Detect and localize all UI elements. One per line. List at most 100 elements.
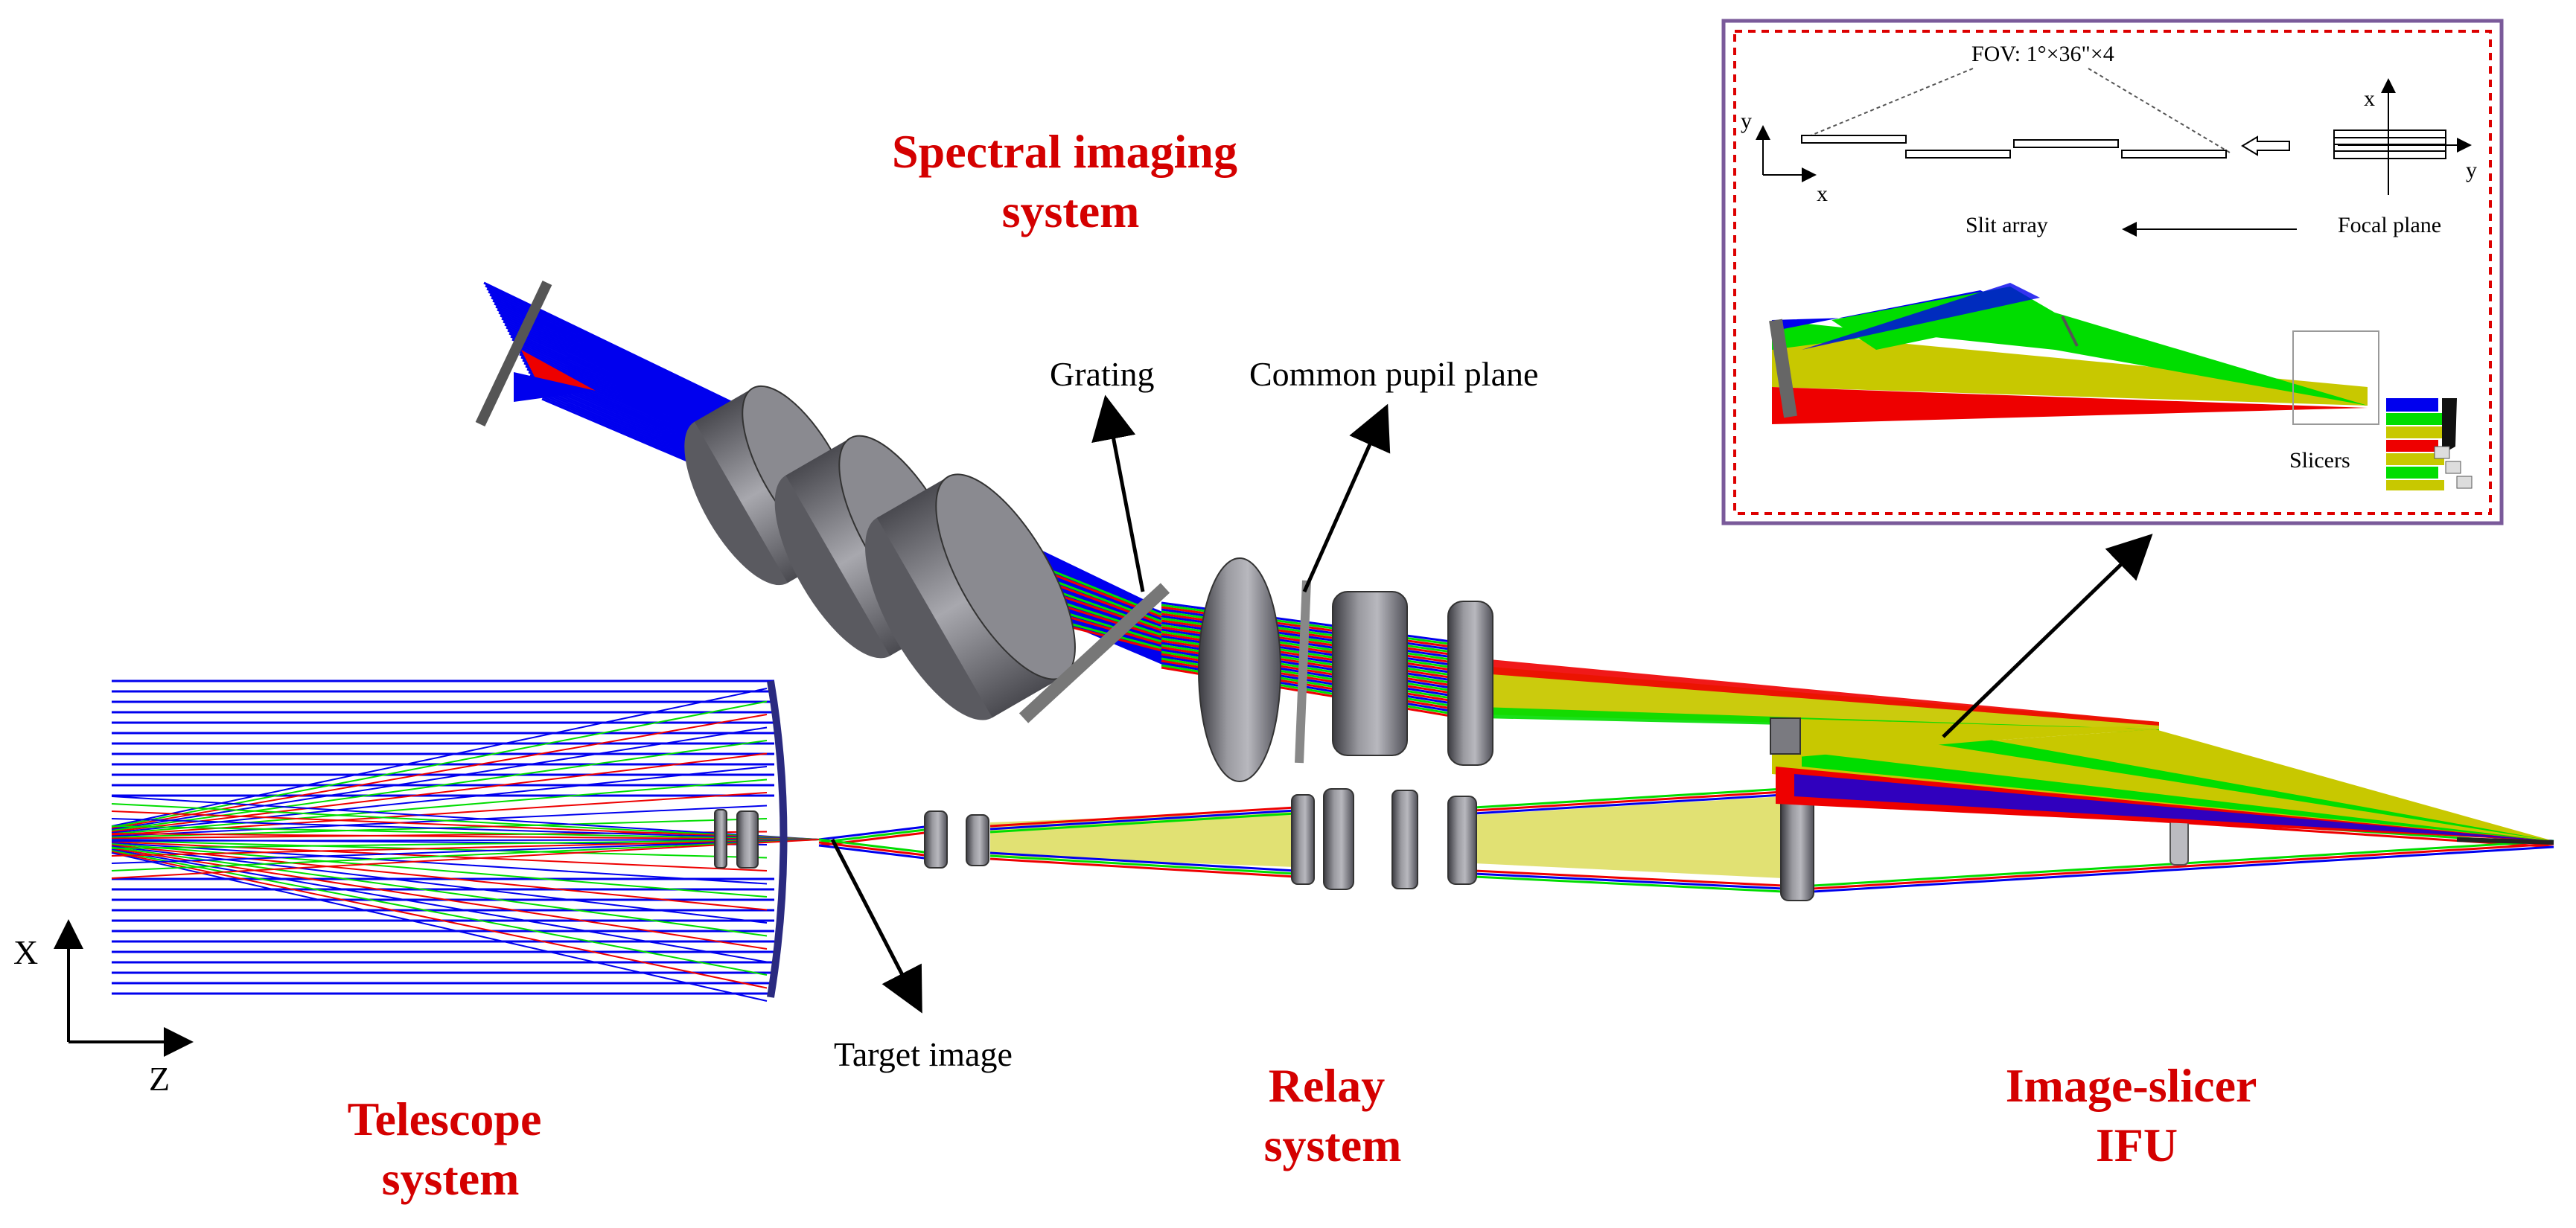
inset-slicers-label: Slicers — [2289, 448, 2350, 473]
telescope-reflected-ray — [111, 842, 768, 885]
inset-inner-border — [1733, 30, 2492, 515]
inset-right-axis-y: y — [2466, 158, 2477, 182]
target-image-label: Target image — [834, 1035, 1013, 1073]
collimator-lens-2 — [1332, 591, 1408, 756]
inset-outer-border — [1721, 19, 2504, 525]
primary-mirror — [767, 680, 788, 998]
telescope-focus-ray — [111, 810, 820, 840]
telescope-reflected-ray — [111, 844, 768, 911]
relay-system — [818, 773, 2554, 901]
relay-lens-6 — [1447, 796, 1477, 885]
grating-element — [1018, 583, 1170, 723]
inset-slit-array-label: Slit array — [1966, 213, 2048, 237]
telescope-focus-ray — [111, 818, 820, 840]
inset-focal-plane-label: Focal plane — [2338, 213, 2441, 237]
telescope-reflected-ray — [111, 848, 768, 950]
target-image-arrow — [830, 838, 922, 1014]
relay-ray — [1812, 842, 2554, 890]
axis-z-label: Z — [149, 1060, 170, 1098]
annotation-arrows — [830, 394, 2153, 1014]
spectral-fold-mirror — [475, 281, 552, 426]
relay-ray — [1473, 793, 1784, 815]
telescope-reflected-ray — [111, 852, 768, 1002]
telescope-focus-ray — [111, 839, 820, 849]
telescope-reflected-ray — [111, 850, 768, 976]
slicer-stack — [2386, 398, 2473, 490]
inset-panel: FOV: 1°×36"×4 x y y — [1721, 19, 2504, 525]
relay-ray — [818, 831, 931, 847]
pupil-plane-element — [1295, 580, 1311, 764]
relay-lens-8 — [2169, 818, 2189, 866]
relay-ray — [989, 809, 1296, 831]
axis-x-label: X — [13, 933, 38, 971]
telescope-rays — [111, 679, 820, 1002]
ifu-mirror — [1770, 717, 1801, 755]
relay-ray — [989, 854, 1296, 875]
telescope-reflected-ray — [111, 714, 768, 829]
relay-beam-fill — [1474, 796, 1783, 878]
telescope-reflected-ray — [111, 752, 768, 833]
telescope-focus-ray — [111, 839, 820, 872]
inset-right-axis-x: x — [2364, 86, 2375, 111]
relay-ray — [818, 825, 931, 841]
relay-lens-4 — [1323, 788, 1354, 890]
collimator-lens-3 — [1447, 601, 1493, 766]
relay-ray — [818, 841, 931, 857]
telescope-focus-ray — [111, 839, 820, 864]
telescope-reflected-ray — [111, 778, 768, 835]
relay-rays — [818, 787, 2554, 893]
relay-ray — [1473, 875, 1784, 893]
secondary-lens-a — [714, 809, 727, 869]
secondary-lens-b — [736, 810, 759, 869]
hollow-arrow-icon — [2241, 135, 2290, 156]
inset-left-axis-x: x — [1817, 182, 1828, 206]
relay-ray — [1473, 787, 1784, 809]
telescope-focus-ray — [111, 839, 820, 857]
relay-ray — [818, 828, 931, 844]
inset-slicer-box — [2292, 330, 2379, 425]
relay-lens-2 — [966, 814, 989, 866]
common-pupil-plane-label: Common pupil plane — [1249, 355, 1538, 393]
relay-ray — [989, 851, 1296, 872]
relay-ray — [1473, 790, 1784, 812]
telescope-system — [111, 679, 820, 1002]
telescope-reflected-ray — [111, 848, 768, 963]
telescope-reflected-ray — [111, 700, 768, 828]
relay-ray — [989, 812, 1296, 834]
relay-ray — [1812, 845, 2554, 893]
relay-ray — [989, 857, 1296, 878]
telescope-focus-ray — [111, 825, 820, 840]
grating-label: Grating — [1050, 355, 1155, 393]
ifu-beams — [1482, 659, 2554, 845]
telescope-focus-ray — [111, 796, 820, 840]
telescope-label: Telescope system — [348, 1093, 554, 1205]
ifu-arrow — [1942, 534, 2153, 738]
main-axes — [54, 919, 194, 1057]
inset-fov-label: FOV: 1°×36"×4 — [1971, 42, 2114, 66]
telescope-reflected-ray — [111, 851, 768, 989]
relay-lens-5 — [1391, 790, 1418, 889]
pupil-plane-arrow — [1302, 403, 1391, 593]
relay-ray — [989, 806, 1296, 828]
relay-label: Relay system — [1264, 1059, 1402, 1171]
spectral-imaging-system — [475, 281, 1493, 782]
relay-lens-1 — [924, 810, 948, 869]
relay-ray — [818, 838, 931, 854]
collimator-lens-1 — [1198, 557, 1281, 782]
telescope-reflected-ray — [111, 726, 768, 831]
telescope-reflected-ray — [111, 840, 768, 859]
telescope-reflected-ray — [111, 688, 768, 827]
relay-ray — [1473, 872, 1784, 890]
slit-array — [1801, 135, 2227, 159]
relay-lens-3 — [1291, 794, 1315, 885]
telescope-focus-ray — [111, 839, 820, 879]
relay-ray — [1473, 869, 1784, 887]
telescope-reflected-ray — [111, 845, 768, 924]
telescope-focus-ray — [111, 833, 820, 840]
inset-ray-bundle — [1769, 283, 2379, 425]
inset-left-axis-y: y — [1741, 109, 1752, 133]
telescope-reflected-ray — [111, 846, 768, 937]
grating-arrow — [1091, 394, 1145, 592]
telescope-focus-ray — [111, 803, 820, 840]
